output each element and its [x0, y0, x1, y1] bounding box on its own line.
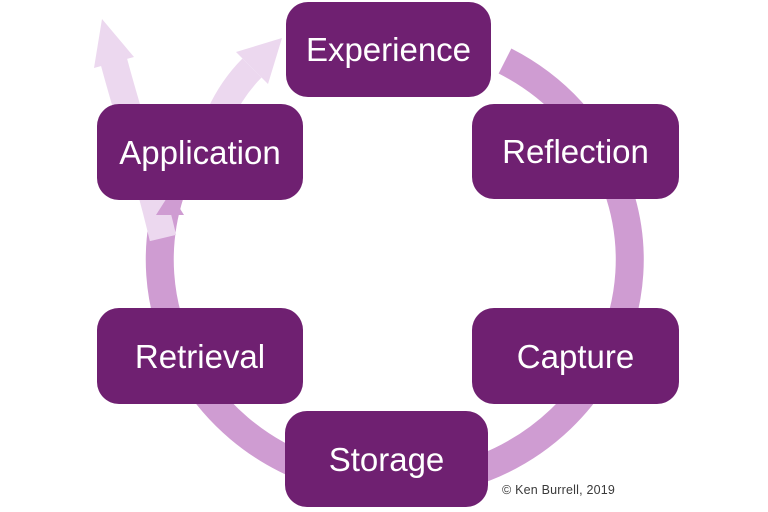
exit-arrow-head	[94, 19, 134, 68]
ring-arrow-tip	[156, 193, 184, 215]
stage-application: Application	[97, 104, 303, 200]
stage-capture-label: Capture	[516, 337, 635, 375]
repeat-arrow-head	[236, 38, 282, 84]
stage-retrieval-label: Retrieval	[134, 337, 266, 375]
stage-capture: Capture	[472, 308, 679, 404]
copyright-text: © Ken Burrell, 2019	[502, 483, 616, 497]
stage-reflection-label: Reflection	[502, 133, 649, 170]
stage-storage: Storage	[285, 411, 488, 507]
stage-reflection: Reflection	[472, 104, 679, 199]
stage-application-label: Application	[119, 133, 281, 171]
stage-retrieval: Retrieval	[97, 308, 303, 404]
stage-storage-label: Storage	[328, 440, 445, 478]
stage-experience-label: Experience	[305, 31, 472, 68]
stage-experience: Experience	[286, 2, 491, 97]
